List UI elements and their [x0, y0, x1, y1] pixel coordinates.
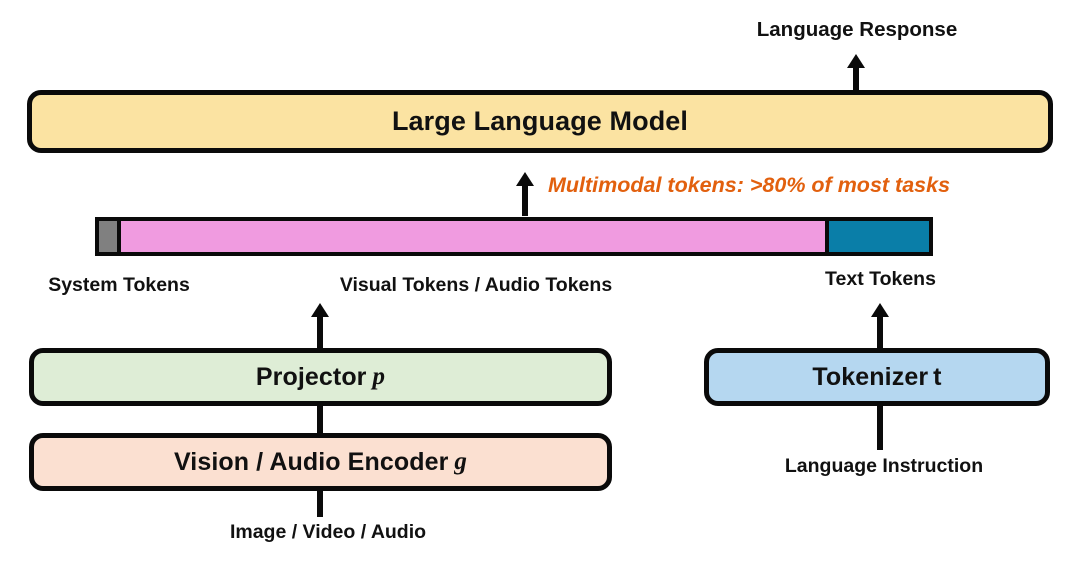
encoder-variable: g — [454, 448, 468, 475]
language-instruction-label: Language Instruction — [784, 455, 984, 477]
token-segment-system — [99, 221, 122, 252]
text-tokens-label: Text Tokens — [825, 268, 936, 290]
arrow-stem — [522, 183, 528, 216]
arrow-head-icon — [516, 172, 534, 186]
arrow-head-icon — [311, 303, 329, 317]
arrow-stem — [877, 314, 883, 360]
arrow-head-icon — [871, 303, 889, 317]
media-input-label: Image / Video / Audio — [229, 521, 427, 543]
arrow-stem — [853, 65, 859, 99]
arrow-head-icon — [847, 54, 865, 68]
language-response-label: Language Response — [756, 18, 958, 41]
projector-variable: p — [372, 363, 386, 390]
instruction-to-tokenizer-connector — [877, 405, 883, 450]
encoder-block-label: Vision / Audio Encoder — [173, 447, 449, 476]
encoder-to-projector-connector — [317, 404, 323, 435]
media-input-to-encoder-connector — [317, 489, 323, 517]
system-tokens-label: System Tokens — [48, 274, 190, 296]
tokenizer-block[interactable]: Tokenizer t — [704, 348, 1050, 406]
llm-block-label: Large Language Model — [391, 106, 689, 136]
vision-audio-encoder-block[interactable]: Vision / Audio Encoder g — [29, 433, 612, 491]
arrow-stem — [317, 314, 323, 360]
token-segment-visual-audio — [121, 221, 830, 252]
tokenizer-block-label: Tokenizer — [812, 362, 929, 391]
token-segment-text — [829, 221, 929, 252]
large-language-model-block[interactable]: Large Language Model — [27, 90, 1053, 153]
multimodal-tokens-annotation: Multimodal tokens: >80% of most tasks — [548, 173, 951, 197]
token-sequence-bar — [95, 217, 933, 256]
tokenizer-variable: t — [933, 362, 942, 391]
projector-block-label: Projector — [255, 362, 367, 391]
visual-audio-tokens-label: Visual Tokens / Audio Tokens — [339, 274, 613, 296]
projector-block[interactable]: Projector p — [29, 348, 612, 406]
